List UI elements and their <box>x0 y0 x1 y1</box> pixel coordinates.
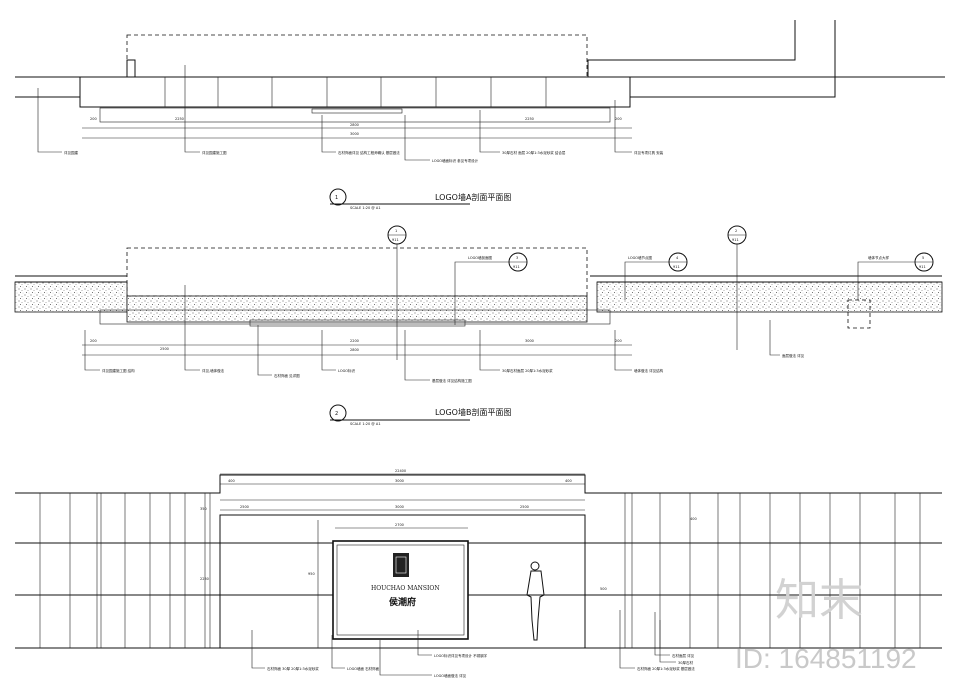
section-2-note: 石材饰面 见详图 <box>274 373 300 378</box>
callout-sheet: 911 <box>673 265 680 269</box>
section-1-dim: 3000 <box>350 132 359 136</box>
callout-number: 3 <box>516 256 518 260</box>
elevation-overall-dim: 22400 <box>395 469 406 473</box>
section-2-note: 详见,墙体做法 <box>202 368 225 373</box>
watermark-logo-text: 知末 <box>775 575 863 626</box>
watermark-id-text: ID: 164851192 <box>735 643 917 674</box>
elevation-note: LOGO墙面做法 详见 <box>434 673 467 678</box>
section-2-dim: 3000 <box>525 339 534 343</box>
callout-sheet: 911 <box>732 238 739 242</box>
elevation-left-panels <box>39 493 206 648</box>
section-1-note: 详见专项灯具 安装 <box>634 150 664 155</box>
section-2-note: 基层做法 详见结构施工图 <box>432 378 472 383</box>
section-2-dim: 2200 <box>350 339 359 343</box>
section-1-note: LOGO墙面标识 参见专项设计 <box>432 158 479 163</box>
callout-sheet: 911 <box>392 238 399 242</box>
elevation-side-dim: 400 <box>690 517 697 521</box>
elevation-view: 22400 400 3000 400 2500 3000 2500 <box>15 469 942 678</box>
section-2-note: 墙体做法 详见结构 <box>634 368 664 373</box>
section-1-marker-number: 1 <box>335 195 338 201</box>
sign-chinese-text: 侯潮府 <box>389 596 416 608</box>
section-1-title: LOGO墙A剖面平面图 <box>435 192 511 202</box>
elevation-dim: 2500 <box>520 505 529 509</box>
elevation-logo-wall <box>219 514 586 649</box>
callout-label: LOGO墙节点图 <box>628 255 653 260</box>
section-2-dim: 2800 <box>350 348 359 352</box>
section-1-scale: SCALE 1:20 @ A1 <box>350 206 381 210</box>
section-2-title: LOGO墙B剖面平面图 <box>435 407 511 417</box>
elevation-side-dim: 2250 <box>200 577 209 581</box>
section-1-marker <box>329 188 347 206</box>
section-1-dim: 2250 <box>525 117 534 121</box>
section-1-note: 30厚石材 面层 20厚1:3水泥砂浆 结合层 <box>502 150 566 155</box>
elevation-note: LOGO墙面 石材饰面 <box>347 666 380 671</box>
elevation-dim: 400 <box>565 479 572 483</box>
section-2-dim: 200 <box>615 339 622 343</box>
callout-label: 墙体节点大样 <box>868 255 889 260</box>
watermark: 知末 ID: 164851192 <box>735 575 917 674</box>
callout-number: 5 <box>922 256 924 260</box>
elevation-note: 30厚石材 <box>678 660 693 665</box>
section-1-note: 石材饰面详见 结构工程师确认 基层做法 <box>338 150 400 155</box>
elevation-note: 石材面层 详见 <box>672 653 695 658</box>
section-1-band <box>79 76 631 108</box>
section-1-dim: 2250 <box>175 117 184 121</box>
sign-brand-text: HOUCHAO MANSION <box>371 585 440 592</box>
sign-emblem-icon <box>393 553 409 577</box>
section-1-dim: 200 <box>90 117 97 121</box>
elevation-note: 石材饰面 20厚1:3水泥砂浆 基层做法 <box>637 666 695 671</box>
section-1-dim: 200 <box>615 117 622 121</box>
callout-number: 4 <box>676 256 679 260</box>
section-2-marker-number: 2 <box>335 411 338 417</box>
section-2-dim: 200 <box>90 339 97 343</box>
elevation-dim: 3000 <box>395 505 404 509</box>
callout-sheet: 911 <box>513 265 520 269</box>
elevation-note: 石材饰面 30厚 20厚1:3水泥砂浆 <box>267 666 319 671</box>
section-1-wall-outline <box>126 34 588 78</box>
elevation-dim: 2500 <box>240 505 249 509</box>
elevation-right-panels <box>624 493 921 648</box>
human-scale-figure <box>526 561 545 641</box>
callout-number: 2 <box>735 229 737 233</box>
elevation-note: LOGO标识详见专项设计 不锈钢字 <box>434 653 488 658</box>
callout-label: LOGO墙剖面图 <box>468 255 493 260</box>
callout-number: 1 <box>395 229 397 233</box>
elevation-side-dim: 350 <box>200 507 207 511</box>
callout-sheet: 911 <box>919 265 926 269</box>
section-2-note: LOGO标识 <box>338 368 356 373</box>
section-2-note: 详见园建施工图 结构 <box>102 368 135 373</box>
section-2-marker <box>329 404 347 422</box>
section-1-dim: 2800 <box>350 123 359 127</box>
elevation-side-dim: 500 <box>600 587 607 591</box>
section-1-note: 详见园建施工图 <box>202 150 227 155</box>
section-2-note: 面层做法 详见 <box>782 353 805 358</box>
elevation-sign-dim: 2700 <box>395 523 404 527</box>
elevation-dim: 3000 <box>395 479 404 483</box>
section-2-note: 30厚石材面层 20厚1:3水泥砂浆 <box>502 368 553 373</box>
section-2-scale: SCALE 1:20 @ A1 <box>350 422 381 426</box>
section-2-plan: 200 2500 2200 2800 3000 200 1 911 3 911 … <box>14 225 943 426</box>
section-1-note: 详见园建 <box>64 150 78 155</box>
elevation-side-dim: 950 <box>308 572 315 576</box>
section-1-plan: 200 2250 2800 3000 2250 200 详见园建 详见园建施工图… <box>15 20 945 210</box>
elevation-dim: 400 <box>228 479 235 483</box>
section-2-dim: 2500 <box>160 347 169 351</box>
